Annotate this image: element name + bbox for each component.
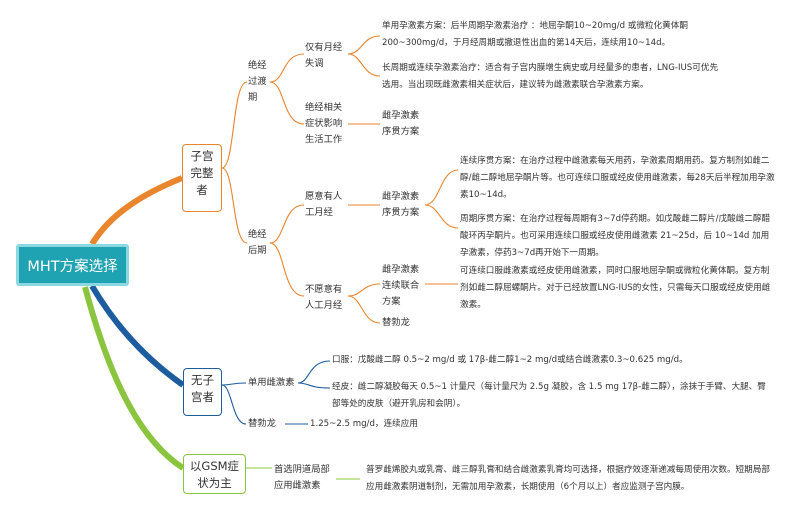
node-continuous-combined-plan[interactable]: 雌孕激素连续联合方案 (382, 264, 420, 307)
node-irregular-menses[interactable]: 仅有月经失调 (305, 42, 343, 69)
node-estrogen-only[interactable]: 单用雌激素 (248, 377, 295, 388)
node-uterus-intact[interactable]: 子宫完整者 (182, 144, 222, 212)
node-tibolone-b[interactable]: 替勃龙 (248, 418, 276, 429)
node-no-uterus[interactable]: 无子宫者 (183, 368, 222, 416)
node-sequential-plan-a[interactable]: 雌孕激素序贯方案 (382, 110, 420, 137)
text-gsm-treatment: 普罗雌烯胶丸或乳膏、雌三醇乳膏和结合雌激素乳膏均可选择，根据疗效逐渐递减每周使用… (366, 465, 770, 492)
text-transdermal-estrogen: 经皮：雌二醇凝胶每天 0.5~1 计量尺（每计量尺为 2.5g 凝胶，含 1.5… (332, 382, 766, 409)
node-perimenopause[interactable]: 绝经过渡期 (248, 60, 267, 103)
text-continuous-combined: 可连续口服雌激素或经皮使用雌激素，同时口服地屈孕酮或微粒化黄体酮。复方制剂如雌二… (460, 266, 771, 310)
node-menopause-symptoms[interactable]: 绝经相关症状影响生活工作 (305, 102, 343, 145)
node-sequential-plan-b[interactable]: 雌孕激素序贯方案 (382, 191, 420, 218)
node-gsm[interactable]: 以GSM症状为主 (183, 454, 246, 494)
node-want-artificial-menses[interactable]: 愿意有人工月经 (305, 191, 343, 218)
text-long-cycle-progestin: 长周期或连续孕激素治疗：适合有子宫内膜增生病史或月经量多的患者，LNG-IUS可… (382, 63, 719, 90)
text-cyclic-sequential: 周期序贯方案：在治疗过程每周期有3~7d停药期。如戊酸雌二醇片/戊酸雌二醇醋酸环… (460, 214, 771, 258)
node-tibolone-a[interactable]: 替勃龙 (382, 317, 410, 328)
node-vaginal-estrogen[interactable]: 首选阴道局部应用雌激素 (274, 464, 330, 491)
node-no-artificial-menses[interactable]: 不愿意有人工月经 (305, 284, 343, 311)
node-postmenopause[interactable]: 绝经后期 (248, 229, 267, 256)
text-oral-estrogen: 口服：戊酸雌二醇 0.5~2 mg/d 或 17β-雌二醇1~2 mg/d或结合… (332, 355, 688, 365)
text-tibolone-dose: 1.25~2.5 mg/d，连续应用 (310, 419, 418, 429)
text-continuous-sequential: 连续序贯方案：在治疗过程中雌激素每天用药，孕激素周期用药。复方制剂如雌二醇/雌二… (460, 156, 775, 200)
root-node[interactable]: MHT方案选择 (16, 244, 129, 286)
text-progestin-only: 单用孕激素方案：后半周期孕激素治疗 ：地屈孕酮10~20mg/d 或微粒化黄体酮… (382, 21, 688, 48)
